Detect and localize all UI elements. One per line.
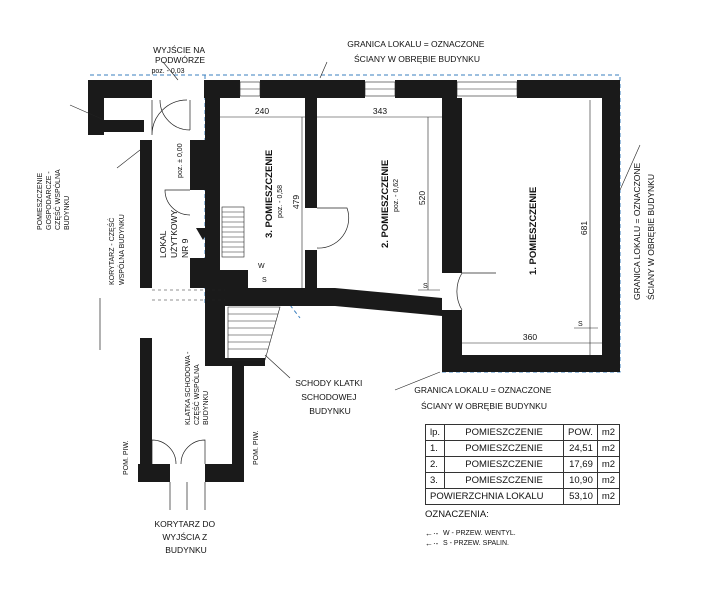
table-cell: m2	[596, 440, 621, 457]
room3-label: 3. POMIESZCZENIE	[264, 150, 275, 238]
stairs-note-label: SCHODY KLATKI SCHODOWEJ BUDYNKU	[295, 378, 365, 416]
dim-240: 240	[255, 106, 269, 116]
table-total-unit: m2	[596, 488, 621, 505]
dim-479: 479	[291, 195, 301, 209]
table-cell: 1.	[424, 440, 446, 457]
legend: OZNACZENIA: ←·- W - PRZEW. WENTYL. ←·- S…	[425, 509, 516, 548]
utility-room-label: POMIESZCZENIE GOSPODARCZE - CZĘŚĆ WSPÓLN…	[37, 168, 71, 230]
boundary-right-label: GRANICA LOKALU = OZNACZONE ŚCIANY W OBRĘ…	[632, 160, 656, 300]
doors	[99, 99, 496, 510]
vent-marker: W	[258, 263, 265, 270]
arrow-left-icon: ←·-	[425, 538, 439, 548]
table-header-cell: POW.	[563, 424, 598, 441]
table-total-value: 53,10	[563, 488, 598, 505]
table-total-label: POWIERZCHNIA LOKALU	[424, 488, 565, 505]
table-cell: 3.	[424, 472, 446, 489]
legend-item-text: S - PRZEW. SPALIN.	[443, 539, 509, 547]
basement-right-label: POM. PIW.	[253, 430, 260, 465]
table-row: 1. POMIESZCZENIE 24,51 m2	[424, 440, 621, 457]
table-cell: POMIESZCZENIE	[444, 456, 565, 473]
table-cell: POMIESZCZENIE	[444, 472, 565, 489]
dim-343: 343	[373, 106, 387, 116]
arrow-left-icon: ←·-	[425, 528, 439, 538]
table-cell: 2.	[424, 456, 446, 473]
table-row: 2. POMIESZCZENIE 17,69 m2	[424, 456, 621, 473]
boundary-top-label: GRANICA LOKALU = OZNACZONE ŚCIANY W OBRĘ…	[347, 39, 487, 64]
room3-level: poz. - 0,58	[277, 185, 284, 218]
table-cell: POMIESZCZENIE	[444, 440, 565, 457]
room2-level: poz. - 0,62	[393, 179, 400, 212]
table-cell: m2	[596, 456, 621, 473]
flue-marker-3: S	[262, 277, 267, 284]
table-header-cell: m2	[596, 424, 621, 441]
legend-title: OZNACZENIA:	[425, 509, 489, 520]
table-cell: m2	[596, 472, 621, 489]
table-header-cell: lp.	[424, 424, 446, 441]
dim-520: 520	[417, 191, 427, 205]
leader-lines	[69, 61, 641, 391]
legend-item-text: W - PRZEW. WENTYL.	[443, 529, 516, 537]
staircase-label: KLATKA SCHODOWA - CZĘŚĆ WSPÓLNA BUDYNKU	[185, 350, 210, 425]
table-header-row: lp. POMIESZCZENIE POW. m2	[424, 424, 621, 441]
unit-label: LOKAL UŻYTKOWY NR 9	[158, 208, 190, 258]
room2-label: 2. POMIESZCZENIE	[380, 160, 391, 248]
basement-left-label: POM. PIW.	[123, 440, 130, 475]
legend-item: ←·- S - PRZEW. SPALIN.	[425, 538, 516, 548]
table-cell: 10,90	[563, 472, 598, 489]
table-cell: 24,51	[563, 440, 598, 457]
stairs	[152, 206, 281, 361]
table-cell: 17,69	[563, 456, 598, 473]
table-row: 3. POMIESZCZENIE 10,90 m2	[424, 472, 621, 489]
boundary-mid-label: GRANICA LOKALU = OZNACZONE ŚCIANY W OBRĘ…	[414, 385, 554, 411]
corridor-shared-label: KORYTARZ - CZĘŚĆ WSPÓLNA BUDYNKU	[107, 214, 126, 285]
unit-marker-icon	[196, 228, 210, 240]
windows	[239, 81, 518, 97]
area-table: lp. POMIESZCZENIE POW. m2 1. POMIESZCZEN…	[424, 424, 621, 505]
table-header-cell: POMIESZCZENIE	[444, 424, 565, 441]
dim-681: 681	[579, 221, 589, 235]
exit-level: poz. - 0,03	[151, 68, 184, 75]
dimension-lines	[220, 100, 602, 355]
table-total-row: POWIERZCHNIA LOKALU 53,10 m2	[424, 488, 621, 505]
flue-marker-1: S	[423, 283, 428, 290]
room1-label: 1. POMIESZCZENIE	[528, 187, 539, 275]
dim-360: 360	[523, 332, 537, 342]
legend-item: ←·- W - PRZEW. WENTYL.	[425, 528, 516, 538]
corridor-level: poz. ± 0,00	[177, 143, 184, 178]
corridor-exit-label: KORYTARZ DO WYJŚCIA Z BUDYNKU	[155, 519, 218, 555]
flue-marker-2: S	[578, 321, 583, 328]
exit-courtyard-label: WYJŚCIE NA PODWÓRZE	[153, 44, 207, 65]
walls	[88, 80, 620, 482]
